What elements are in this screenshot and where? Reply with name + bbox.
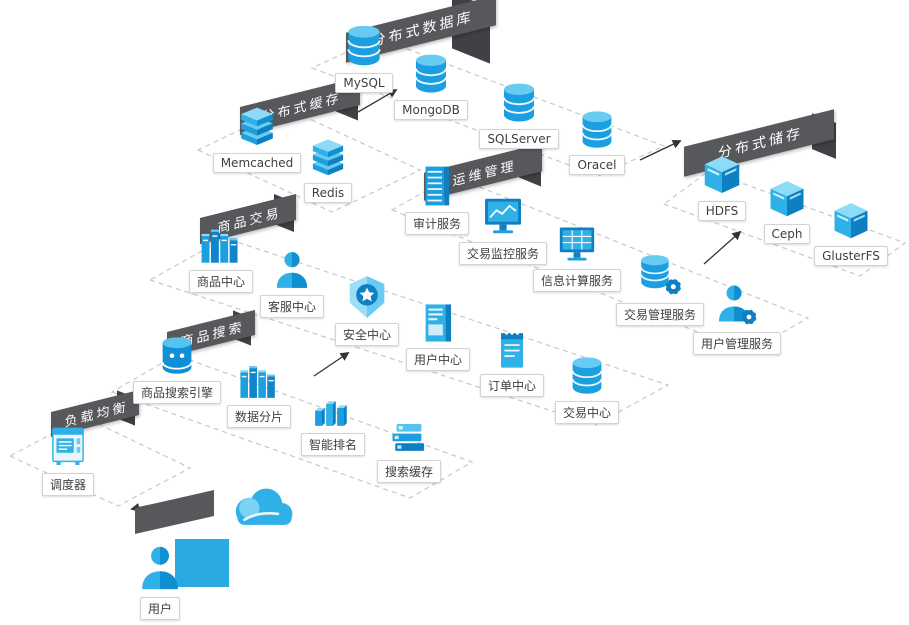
- node-hdfs: HDFS: [667, 152, 777, 221]
- node-search-engine: 商品搜索引擎: [122, 332, 232, 404]
- node-label-user-mgmt: 用户管理服务: [692, 332, 781, 355]
- node-service: 客服中心: [237, 248, 347, 318]
- node-label-scheduler: 调度器: [41, 473, 94, 496]
- platform-storage: [662, 170, 907, 277]
- scheduler-icon: [45, 424, 91, 470]
- node-label-glusterfs: GlusterFS: [814, 246, 888, 266]
- node-label-sharding: 数据分片: [226, 405, 291, 428]
- node-label-oracel: Oracel: [569, 155, 625, 175]
- node-label-search-engine: 商品搜索引擎: [132, 381, 221, 404]
- node-trade-mgmt: 交易管理服务: [605, 250, 715, 326]
- node-label-monitor: 交易监控服务: [458, 242, 547, 265]
- arrow-oracle-to-storage: [639, 140, 682, 161]
- node-label-user: 用户: [139, 597, 180, 620]
- node-label-search-cache: 搜索缓存: [376, 460, 441, 483]
- node-ranking: 智能排名: [278, 386, 388, 456]
- monitor-chart-icon: [480, 193, 526, 239]
- node-label-info: 信息计算服务: [532, 269, 621, 292]
- person-icon: [134, 542, 186, 594]
- node-goods: 商品中心: [166, 221, 276, 293]
- node-label-goods: 商品中心: [188, 270, 253, 293]
- node-label-ceph: Ceph: [763, 224, 811, 244]
- node-redis: Redis: [273, 136, 383, 203]
- node-label-security: 安全中心: [334, 323, 399, 346]
- platform-search: [110, 354, 474, 499]
- node-monitor: 交易监控服务: [448, 193, 558, 265]
- database-icon: [564, 352, 610, 398]
- cache-slabs-icon: [306, 136, 350, 180]
- node-label-user-center: 用户中心: [405, 348, 470, 371]
- search-database-icon: [154, 332, 200, 378]
- node-label-mongodb: MongoDB: [394, 100, 468, 120]
- node-oracel: Oracel: [542, 106, 652, 175]
- arrow-search-to-trade: [313, 351, 350, 377]
- node-sqlserver: SQLServer: [464, 78, 574, 149]
- monitor-grid-icon: [555, 222, 599, 266]
- node-trade-center: 交易中心: [532, 352, 642, 424]
- profile-card-icon: [416, 301, 460, 345]
- node-cloud: [207, 482, 317, 534]
- servers-icon: [237, 358, 281, 402]
- bar-chart-icon: [311, 386, 355, 430]
- platform-database: [310, 37, 666, 177]
- arrow-cache-to-database: [357, 89, 398, 113]
- node-label-sqlserver: SQLServer: [479, 129, 559, 149]
- platform-trade: [148, 237, 670, 426]
- node-sharding: 数据分片: [204, 358, 314, 428]
- database-gear-icon: [635, 250, 685, 300]
- database-icon: [574, 106, 620, 152]
- node-label-redis: Redis: [303, 183, 353, 203]
- node-label-mysql: MySQL: [335, 73, 393, 93]
- node-label-ranking: 智能排名: [300, 433, 365, 456]
- node-user-mgmt: 用户管理服务: [682, 281, 792, 355]
- node-label-audit: 审计服务: [404, 212, 469, 235]
- cache-stack-icon: [387, 413, 431, 457]
- node-label-service: 客服中心: [259, 295, 324, 318]
- database-icon: [495, 78, 543, 126]
- node-scheduler: 调度器: [13, 424, 123, 496]
- node-info: 信息计算服务: [522, 222, 632, 292]
- node-glusterfs: GlusterFS: [796, 199, 906, 266]
- user-gear-icon: [713, 281, 761, 329]
- database-icon: [407, 49, 455, 97]
- node-audit: 审计服务: [382, 163, 492, 235]
- node-ceph: Ceph: [732, 177, 842, 244]
- node-security: 安全中心: [312, 274, 422, 346]
- node-search-cache: 搜索缓存: [354, 413, 464, 483]
- node-label-hdfs: HDFS: [697, 201, 747, 221]
- node-memcached: Memcached: [202, 104, 312, 173]
- order-list-icon: [490, 327, 534, 371]
- node-user-center: 用户中心: [383, 301, 493, 371]
- node-order: 订单中心: [457, 327, 567, 397]
- person-icon: [270, 248, 314, 292]
- node-label-memcached: Memcached: [212, 153, 302, 173]
- node-label-order: 订单中心: [479, 374, 544, 397]
- arrow-ops-to-storage: [703, 230, 742, 265]
- user-traffic-band: [135, 490, 214, 534]
- node-mysql: MySQL: [309, 20, 419, 93]
- node-label-trade-center: 交易中心: [554, 401, 619, 424]
- cloud-icon: [224, 482, 300, 534]
- user-zone-square: [175, 539, 229, 587]
- storage-cube-icon: [829, 199, 873, 243]
- node-mongodb: MongoDB: [376, 49, 486, 120]
- node-label-trade-mgmt: 交易管理服务: [615, 303, 704, 326]
- node-user: 用户: [105, 542, 215, 620]
